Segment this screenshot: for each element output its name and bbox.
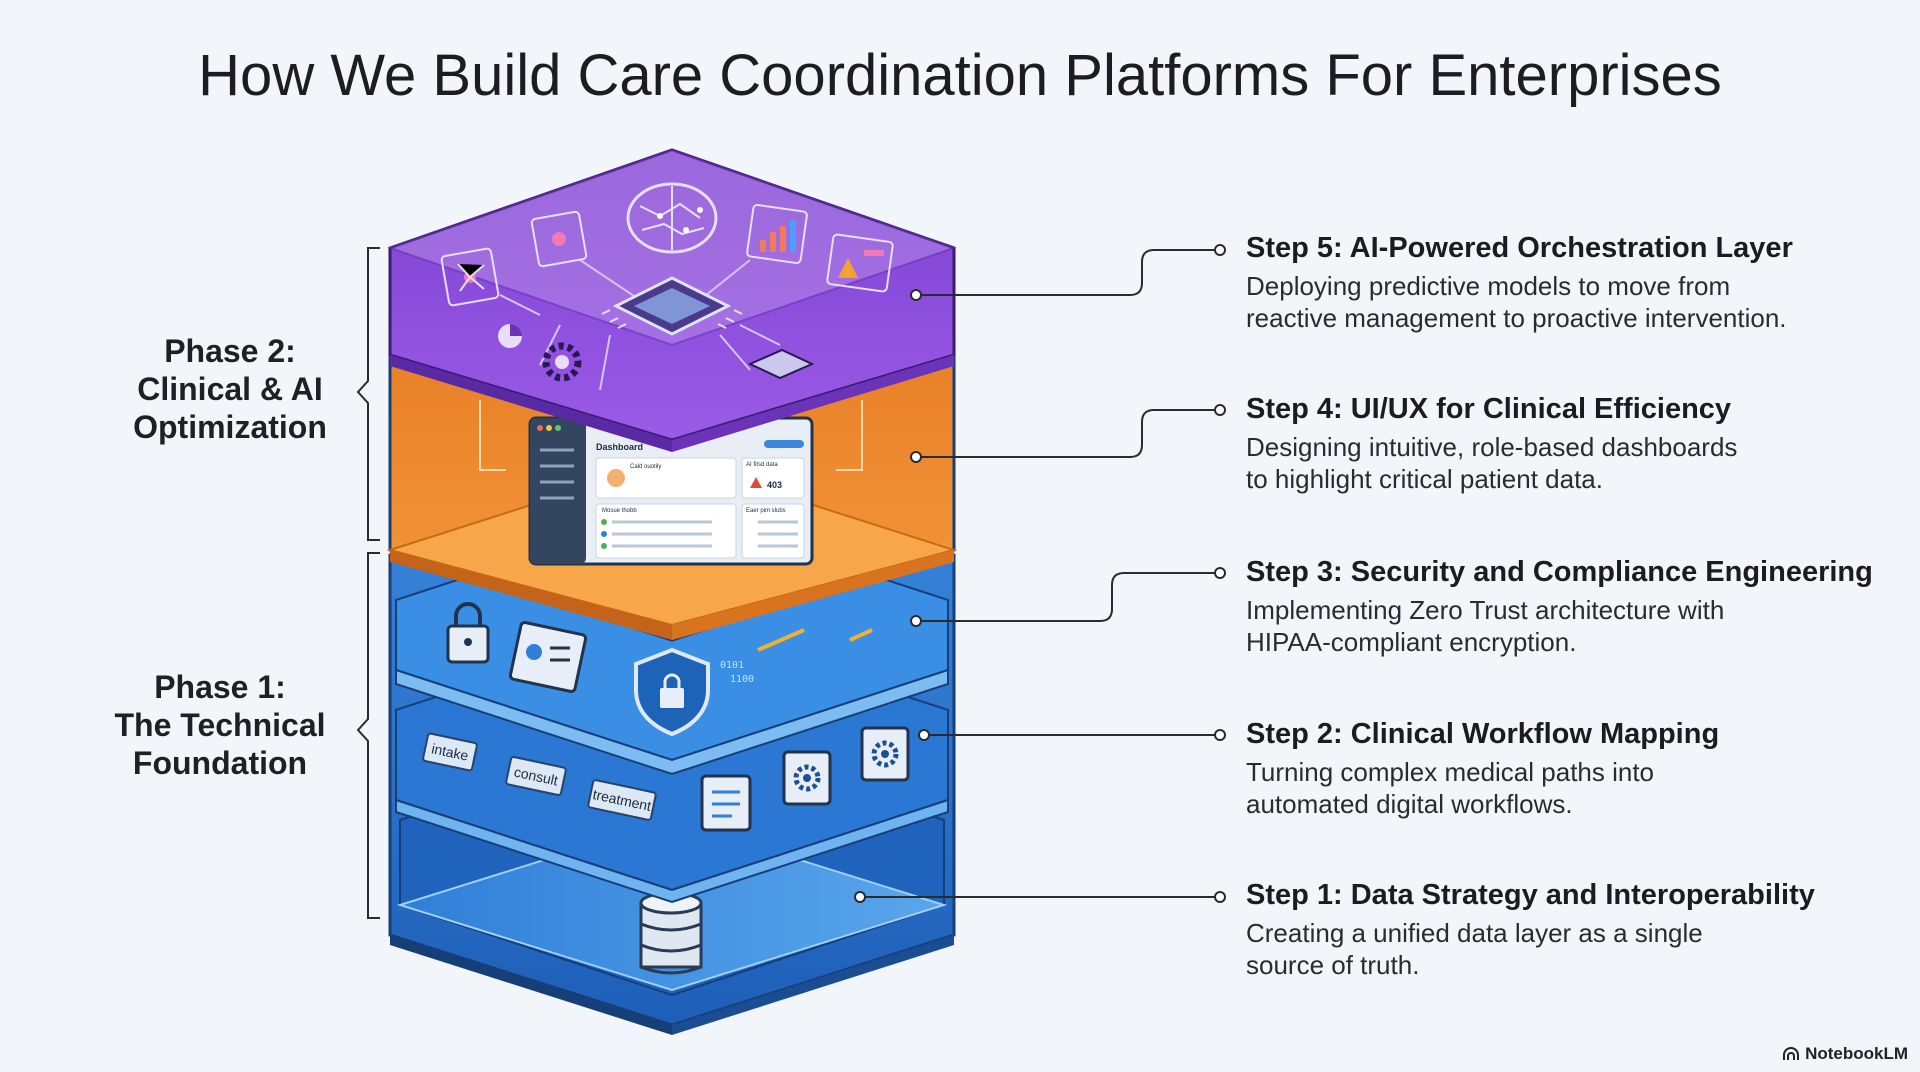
shield-lock-icon bbox=[634, 647, 710, 737]
phase-1-line: The Technical bbox=[114, 707, 326, 743]
database-icon bbox=[639, 891, 703, 975]
lock-icon bbox=[446, 602, 490, 664]
credit-label: NotebookLM bbox=[1805, 1044, 1908, 1063]
workflow-tag-treatment: treatment bbox=[587, 779, 657, 821]
connector-dots bbox=[854, 244, 1226, 903]
step-2-desc-line: automated digital workflows. bbox=[1246, 789, 1573, 819]
phase-2-line: Optimization bbox=[133, 409, 327, 445]
connector-step-5 bbox=[916, 249, 1220, 296]
phase-1-line: Phase 1: bbox=[154, 669, 286, 705]
connector-step-4 bbox=[916, 409, 1220, 458]
step-3-description: Implementing Zero Trust architecture wit… bbox=[1246, 594, 1886, 658]
layer-5-ai bbox=[386, 148, 958, 452]
step-5-title: Step 5: AI-Powered Orchestration Layer bbox=[1246, 232, 1793, 264]
phase-2-bracket bbox=[356, 247, 380, 541]
network-icon bbox=[440, 247, 500, 307]
phase-2-line: Clinical & AI bbox=[137, 371, 323, 407]
step-4-desc-line: Designing intuitive, role-based dashboar… bbox=[1246, 432, 1738, 462]
step-4-title: Step 4: UI/UX for Clinical Efficiency bbox=[1246, 393, 1732, 425]
phase-1-bracket bbox=[356, 552, 380, 919]
id-card-icon bbox=[508, 621, 588, 693]
page-title: How We Build Care Coordination Platforms… bbox=[198, 43, 1722, 108]
step-1-desc-line: source of truth. bbox=[1246, 950, 1420, 980]
step-1-desc-line: Creating a unified data layer as a singl… bbox=[1246, 918, 1703, 948]
step-connectors bbox=[860, 249, 1220, 898]
connector-step-3 bbox=[916, 572, 1220, 622]
workflow-tag-intake: intake bbox=[422, 732, 478, 772]
phase-2-label: Phase 2: Clinical & AI Optimization bbox=[110, 332, 350, 446]
gear-icon bbox=[860, 726, 910, 782]
step-4: Step 4: UI/UX for Clinical Efficiency De… bbox=[1246, 391, 1906, 495]
step-1: Step 1: Data Strategy and Interoperabili… bbox=[1246, 877, 1906, 981]
step-4-description: Designing intuitive, role-based dashboar… bbox=[1246, 431, 1886, 495]
step-5-desc-line: reactive management to proactive interve… bbox=[1246, 303, 1787, 333]
phase-1-label: Phase 1: The Technical Foundation bbox=[100, 668, 340, 782]
dashboard-metric: 403 bbox=[767, 480, 782, 490]
dashboard-panel-1-label: Mosue thobb bbox=[602, 508, 637, 514]
gear-icon bbox=[782, 750, 832, 806]
step-2-description: Turning complex medical paths into autom… bbox=[1246, 756, 1886, 820]
phase-2-line: Phase 2: bbox=[164, 333, 296, 369]
brain-icon bbox=[626, 182, 718, 254]
gear-icon bbox=[542, 342, 582, 382]
svg-text:1100: 1100 bbox=[730, 674, 754, 685]
step-4-desc-line: to highlight critical patient data. bbox=[1246, 464, 1603, 494]
phase-1-line: Foundation bbox=[132, 745, 308, 781]
step-5: Step 5: AI-Powered Orchestration Layer D… bbox=[1246, 230, 1906, 334]
step-2-desc-line: Turning complex medical paths into bbox=[1246, 757, 1655, 787]
workflow-tag-consult: consult bbox=[505, 756, 567, 796]
bar-chart-icon bbox=[746, 204, 808, 264]
warning-icon bbox=[750, 477, 762, 488]
processor-card bbox=[747, 348, 815, 380]
step-1-description: Creating a unified data layer as a singl… bbox=[1246, 917, 1886, 981]
network-icon bbox=[530, 210, 588, 268]
dashboard-card-2-label: AI fitsd data bbox=[746, 462, 778, 468]
step-3: Step 3: Security and Compliance Engineer… bbox=[1246, 554, 1906, 658]
step-3-desc-line: Implementing Zero Trust architecture wit… bbox=[1246, 595, 1725, 625]
dashboard-panel-2-label: Eaer pim slubs bbox=[746, 508, 786, 514]
step-2: Step 2: Clinical Workflow Mapping Turnin… bbox=[1246, 716, 1906, 820]
step-3-title: Step 3: Security and Compliance Engineer… bbox=[1246, 556, 1873, 588]
svg-text:0101: 0101 bbox=[720, 660, 744, 671]
notebooklm-credit: NotebookLM bbox=[1782, 1044, 1908, 1064]
chip-icon bbox=[601, 276, 743, 336]
step-2-title: Step 2: Clinical Workflow Mapping bbox=[1246, 718, 1720, 750]
dashboard-screen: Dashboard Cald ouotily AI fitsd data 403… bbox=[528, 416, 814, 566]
step-5-desc-line: Deploying predictive models to move from bbox=[1246, 271, 1731, 301]
step-3-desc-line: HIPAA-compliant encryption. bbox=[1246, 627, 1577, 657]
dashboard-card-1-label: Cald ouotily bbox=[630, 464, 661, 470]
notebooklm-logo-icon bbox=[1783, 1047, 1800, 1060]
warning-icon bbox=[826, 233, 894, 293]
dashboard-title: Dashboard bbox=[596, 442, 643, 452]
step-1-title: Step 1: Data Strategy and Interoperabili… bbox=[1246, 879, 1815, 911]
workflow-tag-label: intake bbox=[430, 740, 470, 763]
pie-chart-icon bbox=[498, 324, 522, 348]
document-icon bbox=[700, 774, 752, 832]
step-5-description: Deploying predictive models to move from… bbox=[1246, 270, 1886, 334]
